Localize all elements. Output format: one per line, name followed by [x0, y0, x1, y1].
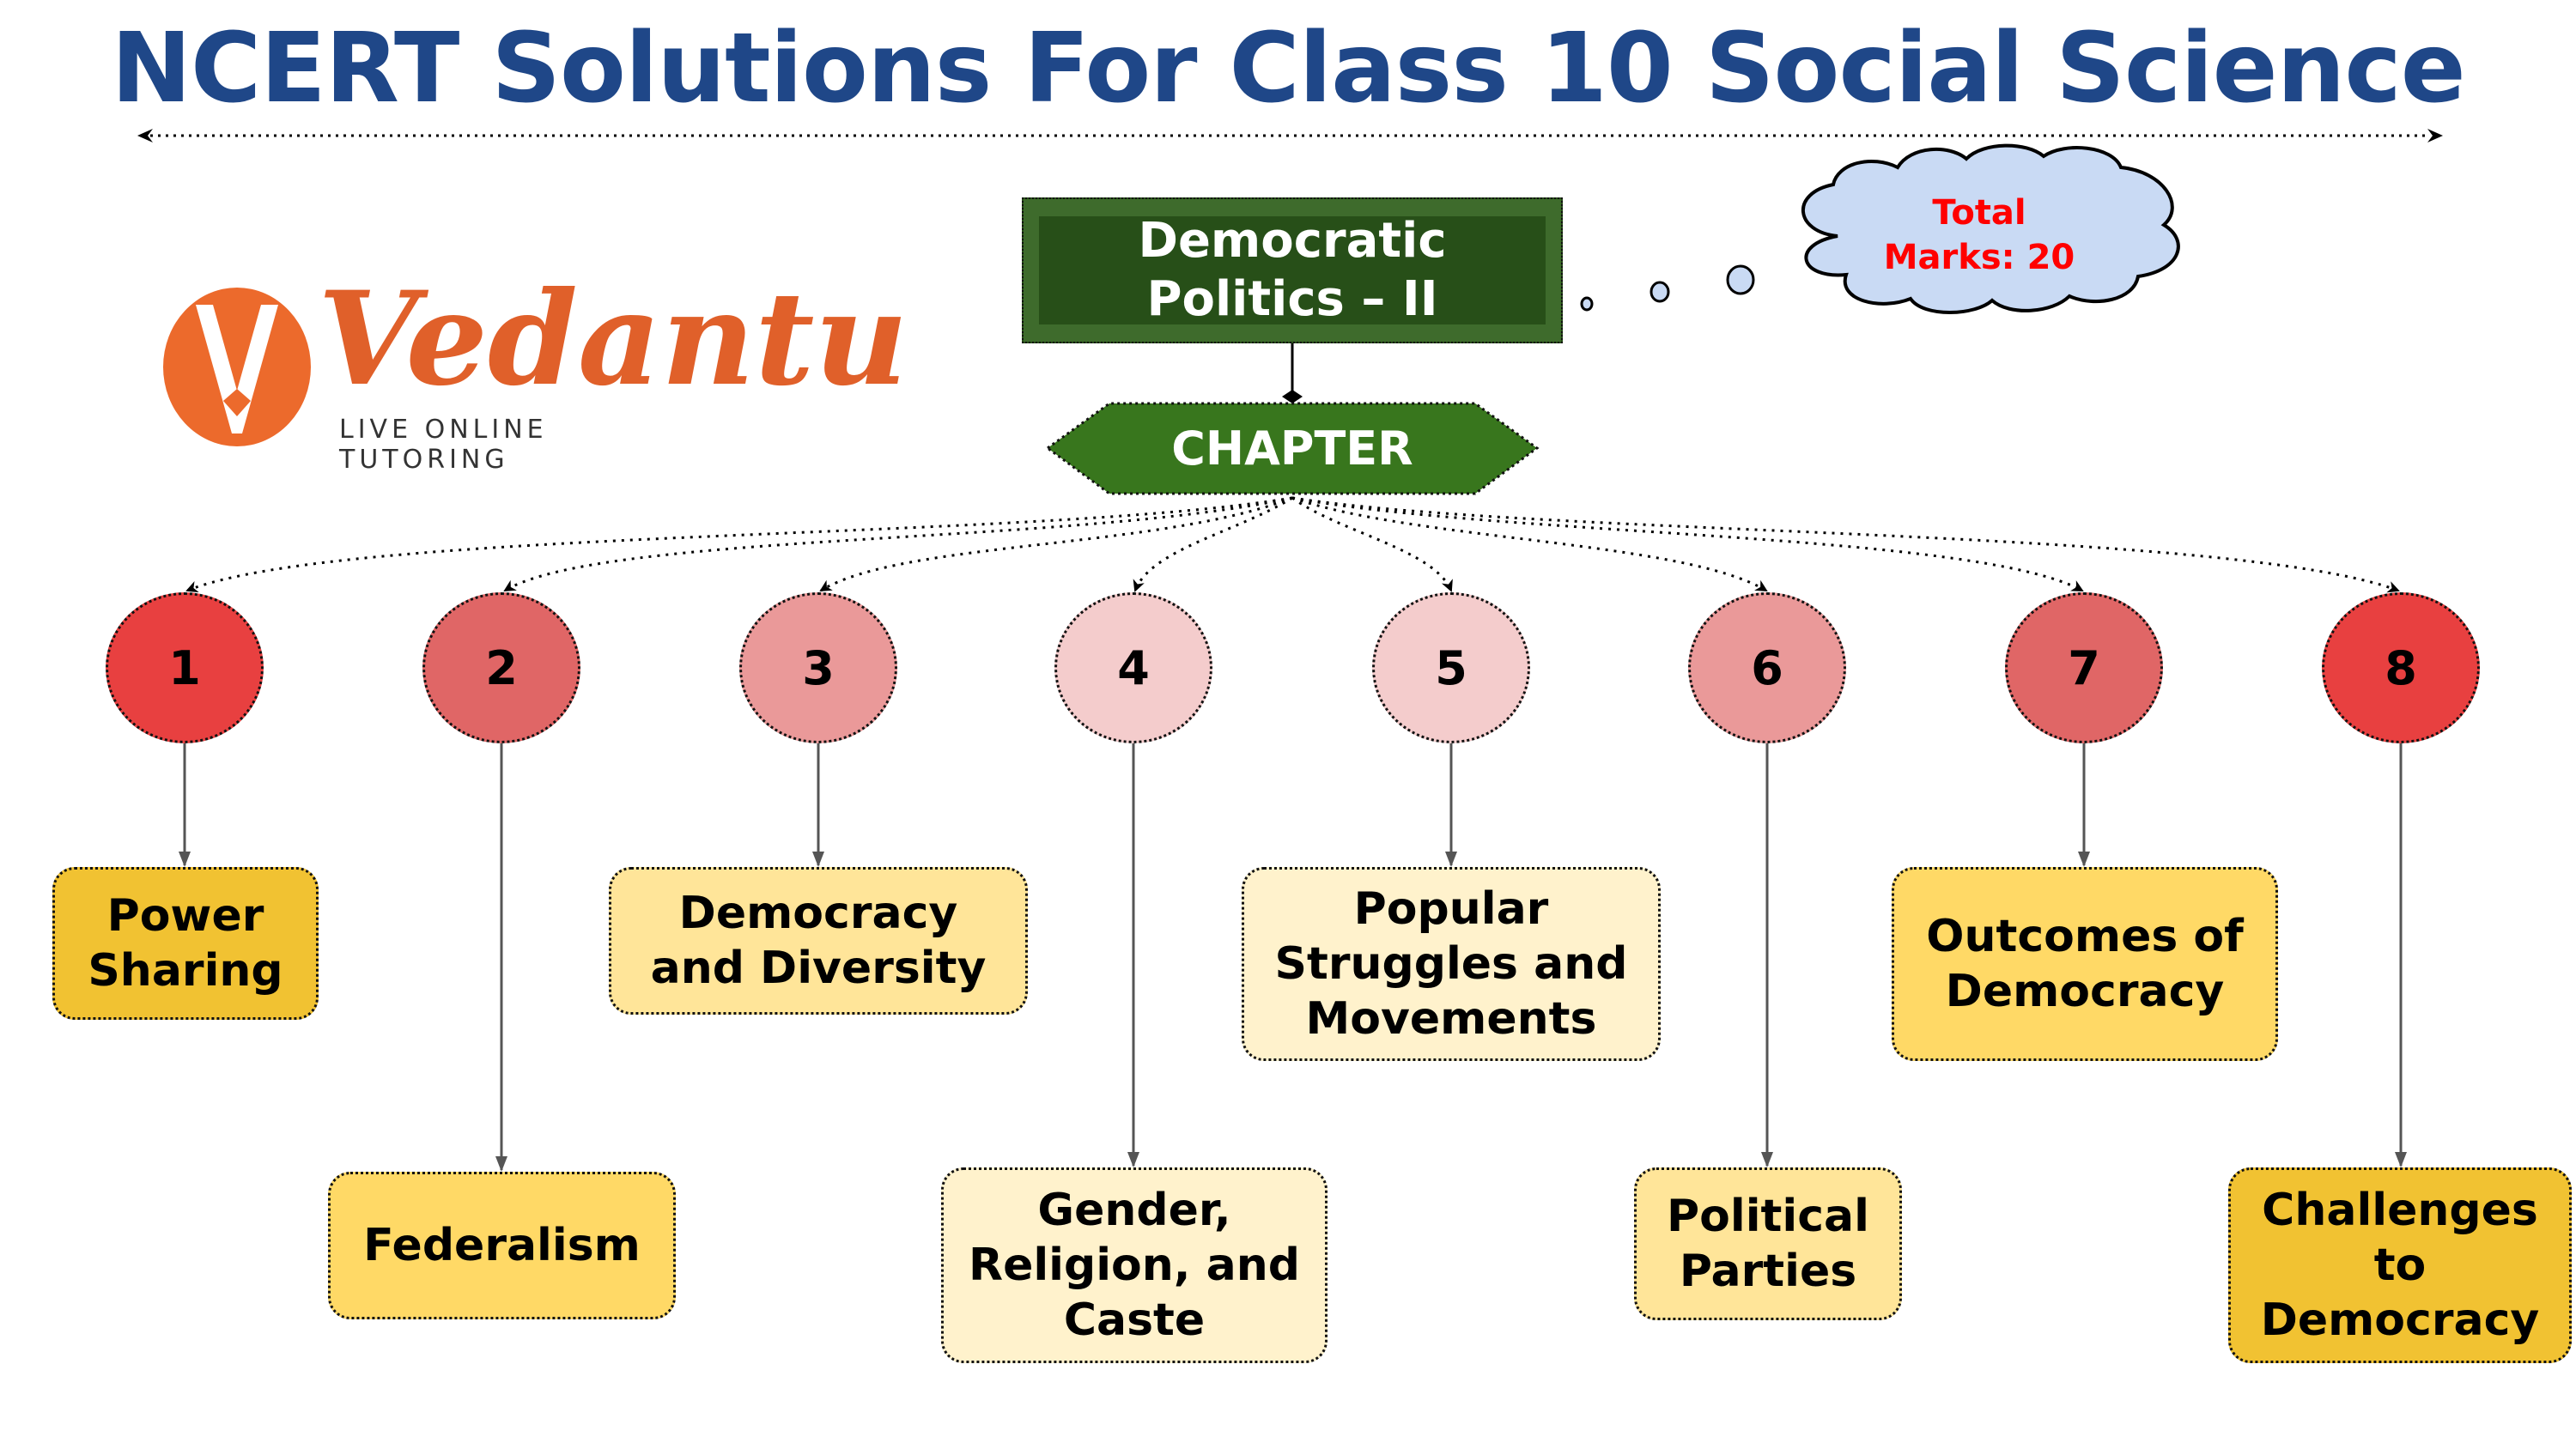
chapter-hexagon	[1045, 402, 1540, 495]
brand-tagline: LIVE ONLINE TUTORING	[339, 415, 548, 475]
total-marks-cloud: Total Marks: 20	[1799, 191, 2160, 280]
total-marks-line-1: Total	[1932, 193, 2026, 233]
page-title: NCERT Solutions For Class 10 Social Scie…	[111, 13, 2465, 124]
subject-title-line-2: Politics – II	[1146, 271, 1438, 327]
chapter-number-8: 8	[2322, 592, 2480, 743]
chapter-number-1: 1	[106, 592, 264, 743]
brand-name: Vedantu	[318, 264, 908, 415]
chapter-number-3: 3	[739, 592, 897, 743]
topic-connectors	[179, 743, 2407, 1172]
total-marks-line-2: Marks: 20	[1883, 238, 2075, 277]
subject-box: Democratic Politics – II	[1022, 197, 1563, 343]
chapter-branch-curves	[185, 496, 2400, 593]
vedantu-logo: Vedantu LIVE ONLINE TUTORING	[155, 266, 908, 475]
vedantu-v-icon	[163, 288, 311, 446]
header-divider	[137, 129, 2443, 142]
chapter-number-7: 7	[2005, 592, 2163, 743]
thought-bubbles	[1580, 264, 1755, 312]
chapter-number-2: 2	[422, 592, 580, 743]
chapter-number-4: 4	[1054, 592, 1212, 743]
chapter-number-6: 6	[1688, 592, 1846, 743]
chapter-number-5: 5	[1372, 592, 1530, 743]
subject-title-line-1: Democratic	[1138, 213, 1447, 269]
chapter-topic-2: Federalism	[328, 1172, 676, 1319]
marks-cloud-shape	[1801, 143, 2180, 314]
chapter-label: CHAPTER	[1171, 421, 1413, 476]
